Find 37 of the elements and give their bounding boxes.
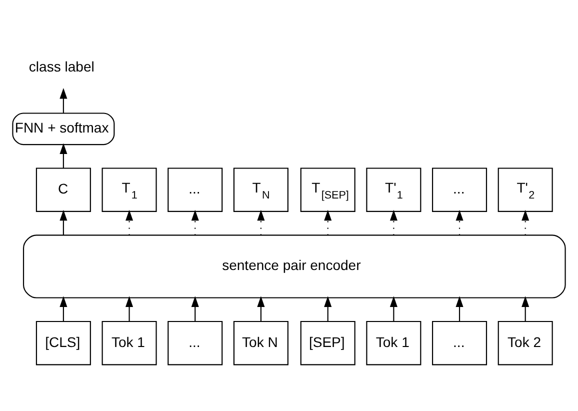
arrow bbox=[456, 210, 464, 236]
arrow bbox=[522, 210, 530, 236]
node-box: ... bbox=[168, 320, 223, 366]
node-box: Tok 2 bbox=[498, 320, 553, 366]
arrow bbox=[257, 296, 265, 322]
node-box: [CLS] bbox=[36, 320, 91, 366]
node-box: T$_{N}$ bbox=[233, 168, 288, 212]
arrow bbox=[257, 210, 265, 236]
arrow bbox=[456, 296, 464, 322]
arrow bbox=[522, 296, 530, 322]
node-box: sentence pair encoder bbox=[22, 234, 566, 298]
arrow bbox=[390, 296, 398, 322]
node-box: Tok 1 bbox=[366, 320, 422, 366]
arrow bbox=[126, 210, 134, 236]
node-box: ... bbox=[432, 168, 488, 212]
arrow bbox=[390, 210, 398, 236]
node-box: FNN + softmax bbox=[12, 112, 115, 146]
arrow bbox=[324, 210, 332, 236]
node-box: [SEP] bbox=[300, 320, 356, 366]
arrow bbox=[324, 296, 332, 322]
node-box: T$_{[SEP]}$ bbox=[300, 168, 356, 212]
node-box: Tok N bbox=[233, 320, 288, 366]
node-box: C bbox=[36, 168, 91, 212]
node-box: T'$_{2}$ bbox=[498, 168, 553, 212]
arrow bbox=[126, 296, 134, 322]
arrow bbox=[60, 296, 68, 322]
node-box: T'$_{1}$ bbox=[366, 168, 422, 212]
arrow bbox=[60, 210, 68, 236]
arrow bbox=[60, 143, 68, 168]
node-text: class label bbox=[28, 58, 94, 75]
node-box: T$_{1}$ bbox=[102, 168, 157, 212]
arrow bbox=[191, 210, 199, 236]
node-box: Tok 1 bbox=[102, 320, 157, 366]
node-box: ... bbox=[168, 168, 223, 212]
arrow bbox=[191, 296, 199, 322]
arrow bbox=[60, 88, 68, 113]
node-box: ... bbox=[432, 320, 488, 366]
